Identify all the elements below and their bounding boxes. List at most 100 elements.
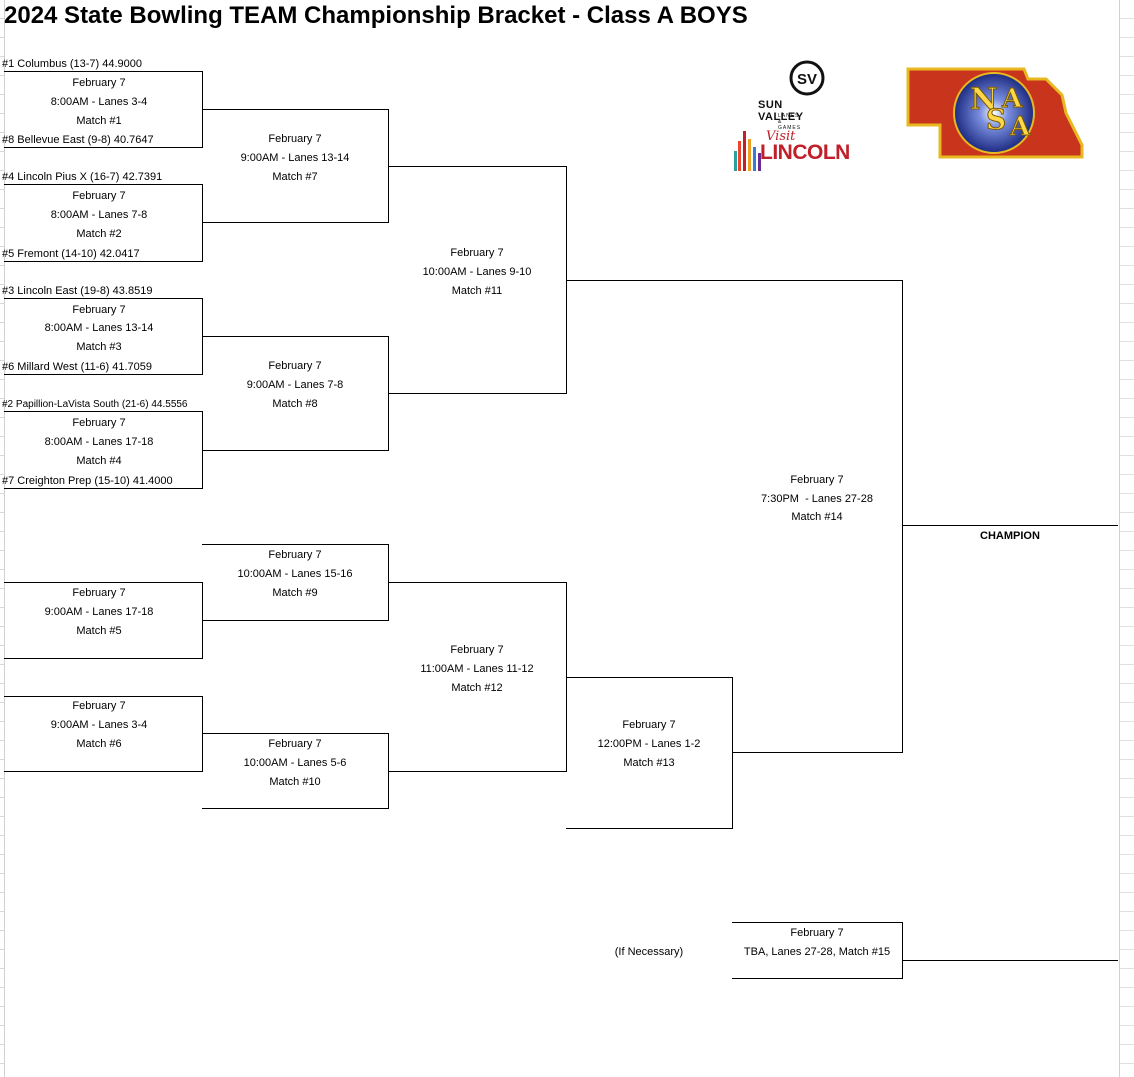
match-12-label: Match #12: [451, 682, 503, 694]
match-2-date: February 7: [72, 190, 126, 202]
sheet-gridlines-left: [0, 0, 5, 1077]
nsaa-letter-a2: A: [1009, 112, 1031, 142]
bracket-line: [902, 525, 1118, 526]
match-4-label: Match #4: [76, 455, 122, 467]
bracket-line: [202, 544, 389, 545]
match-2-time: 8:00AM - Lanes 7-8: [50, 209, 148, 221]
match-15-date: February 7: [790, 927, 844, 939]
bracket-line: [388, 166, 567, 167]
bracket-line: [732, 978, 903, 979]
sun-valley-subtext: LANES & GAMES: [778, 113, 802, 131]
match-4-time: 8:00AM - Lanes 17-18: [44, 436, 154, 448]
bracket-line: [202, 808, 389, 809]
bracket-line: [388, 582, 567, 583]
match-5-date: February 7: [72, 587, 126, 599]
nsaa-letter-s: S: [986, 103, 1006, 136]
champion-label: CHAMPION: [980, 530, 1040, 542]
nsaa-letter-a1: A: [1001, 84, 1023, 114]
match-9-date: February 7: [268, 549, 322, 561]
match-8-label: Match #8: [272, 398, 318, 410]
match-1-time: 8:00AM - Lanes 3-4: [50, 96, 148, 108]
match-15-time: TBA, Lanes 27-28, Match #15: [743, 946, 891, 958]
match-5-time: 9:00AM - Lanes 17-18: [44, 606, 154, 618]
match-8-date: February 7: [268, 360, 322, 372]
match-12-date: February 7: [450, 644, 504, 656]
bracket-line: [566, 677, 733, 678]
match-14-label: Match #14: [791, 511, 843, 523]
match-10-time: 10:00AM - Lanes 5-6: [243, 757, 347, 769]
match-15-if-necessary: (If Necessary): [614, 946, 684, 958]
bracket-line: [4, 658, 202, 659]
bracket-line: [4, 374, 202, 375]
match-5-label: Match #5: [76, 625, 122, 637]
match-14-time: 7:30PM - Lanes 27-28: [761, 493, 873, 505]
match-12-time: 11:00AM - Lanes 11-12: [420, 663, 534, 675]
match-11-label: Match #11: [451, 285, 503, 297]
team-seed-5: #5 Fremont (14-10) 42.0417: [2, 248, 140, 260]
bracket-line: [4, 411, 202, 412]
match-2-label: Match #2: [76, 228, 122, 240]
bracket-line: [202, 620, 389, 621]
bracket-line: [202, 696, 203, 772]
bracket-line: [4, 184, 202, 185]
bracket-line: [566, 280, 903, 281]
match-6-date: February 7: [72, 700, 126, 712]
team-seed-2: #2 Papillion-LaVista South (21-6) 44.555…: [2, 399, 188, 410]
bracket-line: [388, 771, 567, 772]
bracket-line: [4, 71, 202, 72]
bracket-line: [732, 922, 903, 923]
match-11-time: 10:00AM - Lanes 9-10: [422, 266, 532, 278]
match-9-label: Match #9: [272, 587, 318, 599]
bracket-line: [732, 677, 733, 829]
nsaa-logo-icon: N S A A: [906, 67, 1084, 159]
bracket-line: [566, 828, 733, 829]
lincoln-skyline-icon: [734, 131, 761, 171]
match-4-date: February 7: [72, 417, 126, 429]
match-3-label: Match #3: [76, 341, 122, 353]
visit-text: Visit: [766, 129, 796, 144]
bracket-line: [388, 393, 567, 394]
match-13-label: Match #13: [623, 757, 675, 769]
lincoln-text: LINCOLN: [760, 141, 850, 164]
page-title: 2024 State Bowling TEAM Championship Bra…: [4, 2, 748, 29]
match-10-date: February 7: [268, 738, 322, 750]
match-3-time: 8:00AM - Lanes 13-14: [44, 322, 154, 334]
bracket-line: [202, 222, 389, 223]
bracket-line: [4, 696, 202, 697]
match-3-date: February 7: [72, 304, 126, 316]
bracket-line: [202, 336, 389, 337]
bracket-line: [202, 450, 389, 451]
team-seed-1: #1 Columbus (13-7) 44.9000: [2, 58, 143, 70]
match-8-time: 9:00AM - Lanes 7-8: [246, 379, 344, 391]
match-1-date: February 7: [72, 77, 126, 89]
bracket-line: [902, 960, 1118, 961]
bracket-line: [202, 109, 389, 110]
team-seed-6: #6 Millard West (11-6) 41.7059: [2, 361, 152, 373]
team-seed-7: #7 Creighton Prep (15-10) 41.4000: [2, 475, 173, 487]
match-7-label: Match #7: [272, 171, 318, 183]
match-7-date: February 7: [268, 133, 322, 145]
match-13-time: 12:00PM - Lanes 1-2: [597, 738, 701, 750]
match-13-date: February 7: [622, 719, 676, 731]
bracket-line: [202, 184, 203, 262]
bracket-line: [202, 733, 389, 734]
nsaa-letter-n: N: [970, 82, 997, 117]
sun-valley-mark: SV: [797, 71, 817, 88]
bracket-line: [733, 752, 903, 753]
sun-valley-logo-icon: SV: [789, 60, 825, 96]
bracket-line: [4, 488, 202, 489]
bracket-line: [4, 582, 202, 583]
bracket-line: [4, 261, 202, 262]
bracket-line: [902, 280, 903, 753]
match-6-time: 9:00AM - Lanes 3-4: [50, 719, 148, 731]
sun-valley-text: SUN VALLEY: [758, 99, 804, 123]
match-6-label: Match #6: [76, 738, 122, 750]
match-7-time: 9:00AM - Lanes 13-14: [240, 152, 350, 164]
bracket-line: [902, 922, 903, 979]
team-seed-3: #3 Lincoln East (19-8) 43.8519: [2, 285, 153, 297]
team-seed-8: #8 Bellevue East (9-8) 40.7647: [2, 134, 154, 146]
team-seed-4: #4 Lincoln Pius X (16-7) 42.7391: [2, 171, 163, 183]
match-11-date: February 7: [450, 247, 504, 259]
bracket-line: [4, 298, 202, 299]
match-1-label: Match #1: [76, 115, 122, 127]
